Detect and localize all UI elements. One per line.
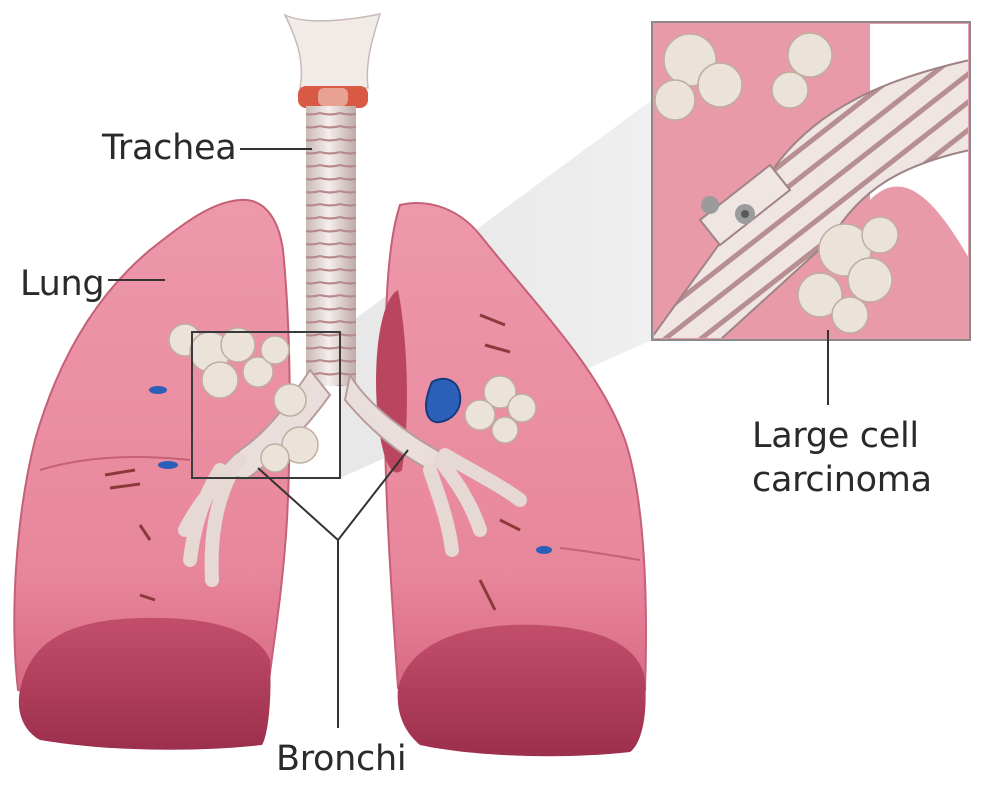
right-lung	[376, 202, 647, 757]
label-large-cell-line2: carcinoma	[752, 460, 932, 500]
label-large-cell-line1: Large cell	[752, 416, 919, 456]
vessels	[104, 313, 552, 611]
left-lung	[13, 198, 291, 750]
leader-lines	[108, 148, 829, 728]
label-bronchi: Bronchi	[276, 739, 407, 779]
label-trachea: Trachea	[102, 128, 237, 168]
label-large-cell-carcinoma: Large cell carcinoma	[752, 414, 932, 502]
tumor-clusters	[168, 323, 537, 473]
zoom-inset	[651, 21, 971, 341]
trachea	[283, 13, 382, 386]
highlight-box	[191, 331, 341, 479]
label-lung: Lung	[20, 264, 105, 304]
